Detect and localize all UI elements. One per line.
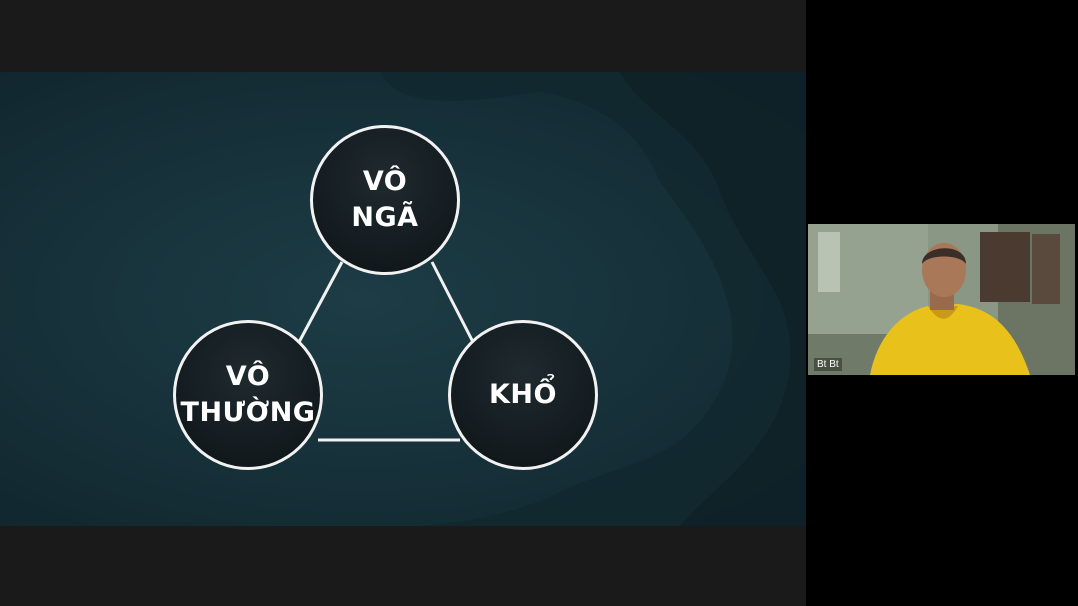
triangle-connectors — [296, 261, 476, 442]
node-label: VÔ THƯỜNG — [180, 361, 316, 428]
participant-video-tile[interactable]: Bt Bt — [808, 224, 1075, 375]
slide-background-shapes — [380, 72, 806, 526]
diagram-node-vo-nga: VÔ NGÃ — [310, 125, 460, 275]
node-label: KHỔ — [489, 379, 557, 410]
diagram-node-vo-thuong: VÔ THƯỜNG — [173, 320, 323, 470]
node-label: VÔ NGÃ — [351, 166, 419, 233]
diagram-node-kho: KHỔ — [448, 320, 598, 470]
screen-share-area: VÔ NGÃ VÔ THƯỜNG KHỔ — [0, 0, 806, 606]
connector-top-left — [296, 261, 344, 345]
presentation-slide: VÔ NGÃ VÔ THƯỜNG KHỔ — [0, 72, 806, 526]
participant-video-feed — [808, 224, 1075, 375]
connector-top-right — [430, 261, 476, 345]
participant-name-label: Bt Bt — [814, 358, 842, 371]
